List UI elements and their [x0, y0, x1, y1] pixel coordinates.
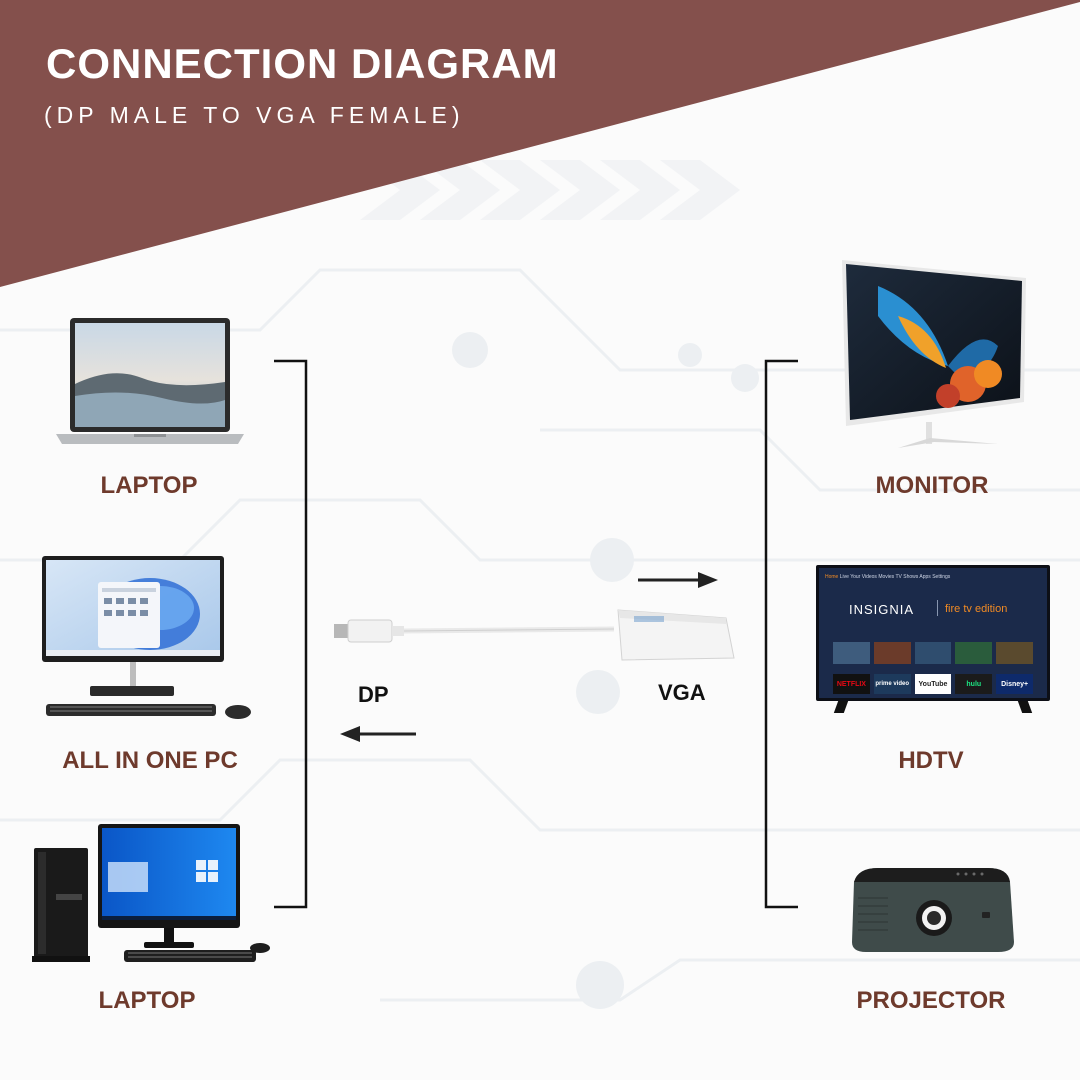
- header-band: [0, 0, 1080, 287]
- app-tile-netflix: NETFLIX: [833, 674, 870, 694]
- source-label-all-in-one-pc: ALL IN ONE PC: [62, 747, 238, 774]
- desktop-pc-icon: [32, 824, 270, 962]
- diagram-subtitle: (DP MALE TO VGA FEMALE): [44, 102, 465, 128]
- dp-label: DP: [358, 682, 389, 707]
- left-bracket: [274, 359, 308, 909]
- source-label-laptop: LAPTOP: [100, 472, 198, 499]
- all-in-one-pc-icon: [42, 556, 251, 719]
- vga-label: VGA: [658, 680, 706, 705]
- output-label-hdtv: HDTV: [898, 747, 964, 774]
- hdtv-edition: fire tv edition: [945, 603, 1008, 615]
- app-tile-youtube: YouTube: [914, 674, 952, 694]
- app-tile-disney: Disney+: [996, 674, 1033, 694]
- diagram-title: CONNECTION DIAGRAM: [46, 40, 559, 87]
- hdtv-menu: Home Live Your Videos Movies TV Shows Ap…: [825, 574, 951, 580]
- output-label-monitor: MONITOR: [875, 472, 989, 499]
- source-label-laptop-2: LAPTOP: [98, 987, 196, 1014]
- app-tile-hulu: hulu: [955, 674, 993, 694]
- dp-plug-icon: [334, 624, 348, 638]
- app-tile-prime: prime video: [873, 674, 911, 694]
- arrow-right-icon: [638, 572, 718, 588]
- dp-to-vga-adapter: [334, 609, 735, 661]
- arrow-left-icon: [340, 726, 416, 742]
- output-label-projector: PROJECTOR: [856, 987, 1006, 1014]
- projector-icon: [852, 868, 1014, 952]
- hdtv-icon: Home Live Your Videos Movies TV Shows Ap…: [816, 565, 1050, 715]
- right-bracket: [764, 359, 798, 909]
- laptop-icon: [56, 318, 244, 444]
- hdtv-brand: INSIGNIA: [849, 602, 915, 617]
- monitor-icon: [842, 260, 1026, 448]
